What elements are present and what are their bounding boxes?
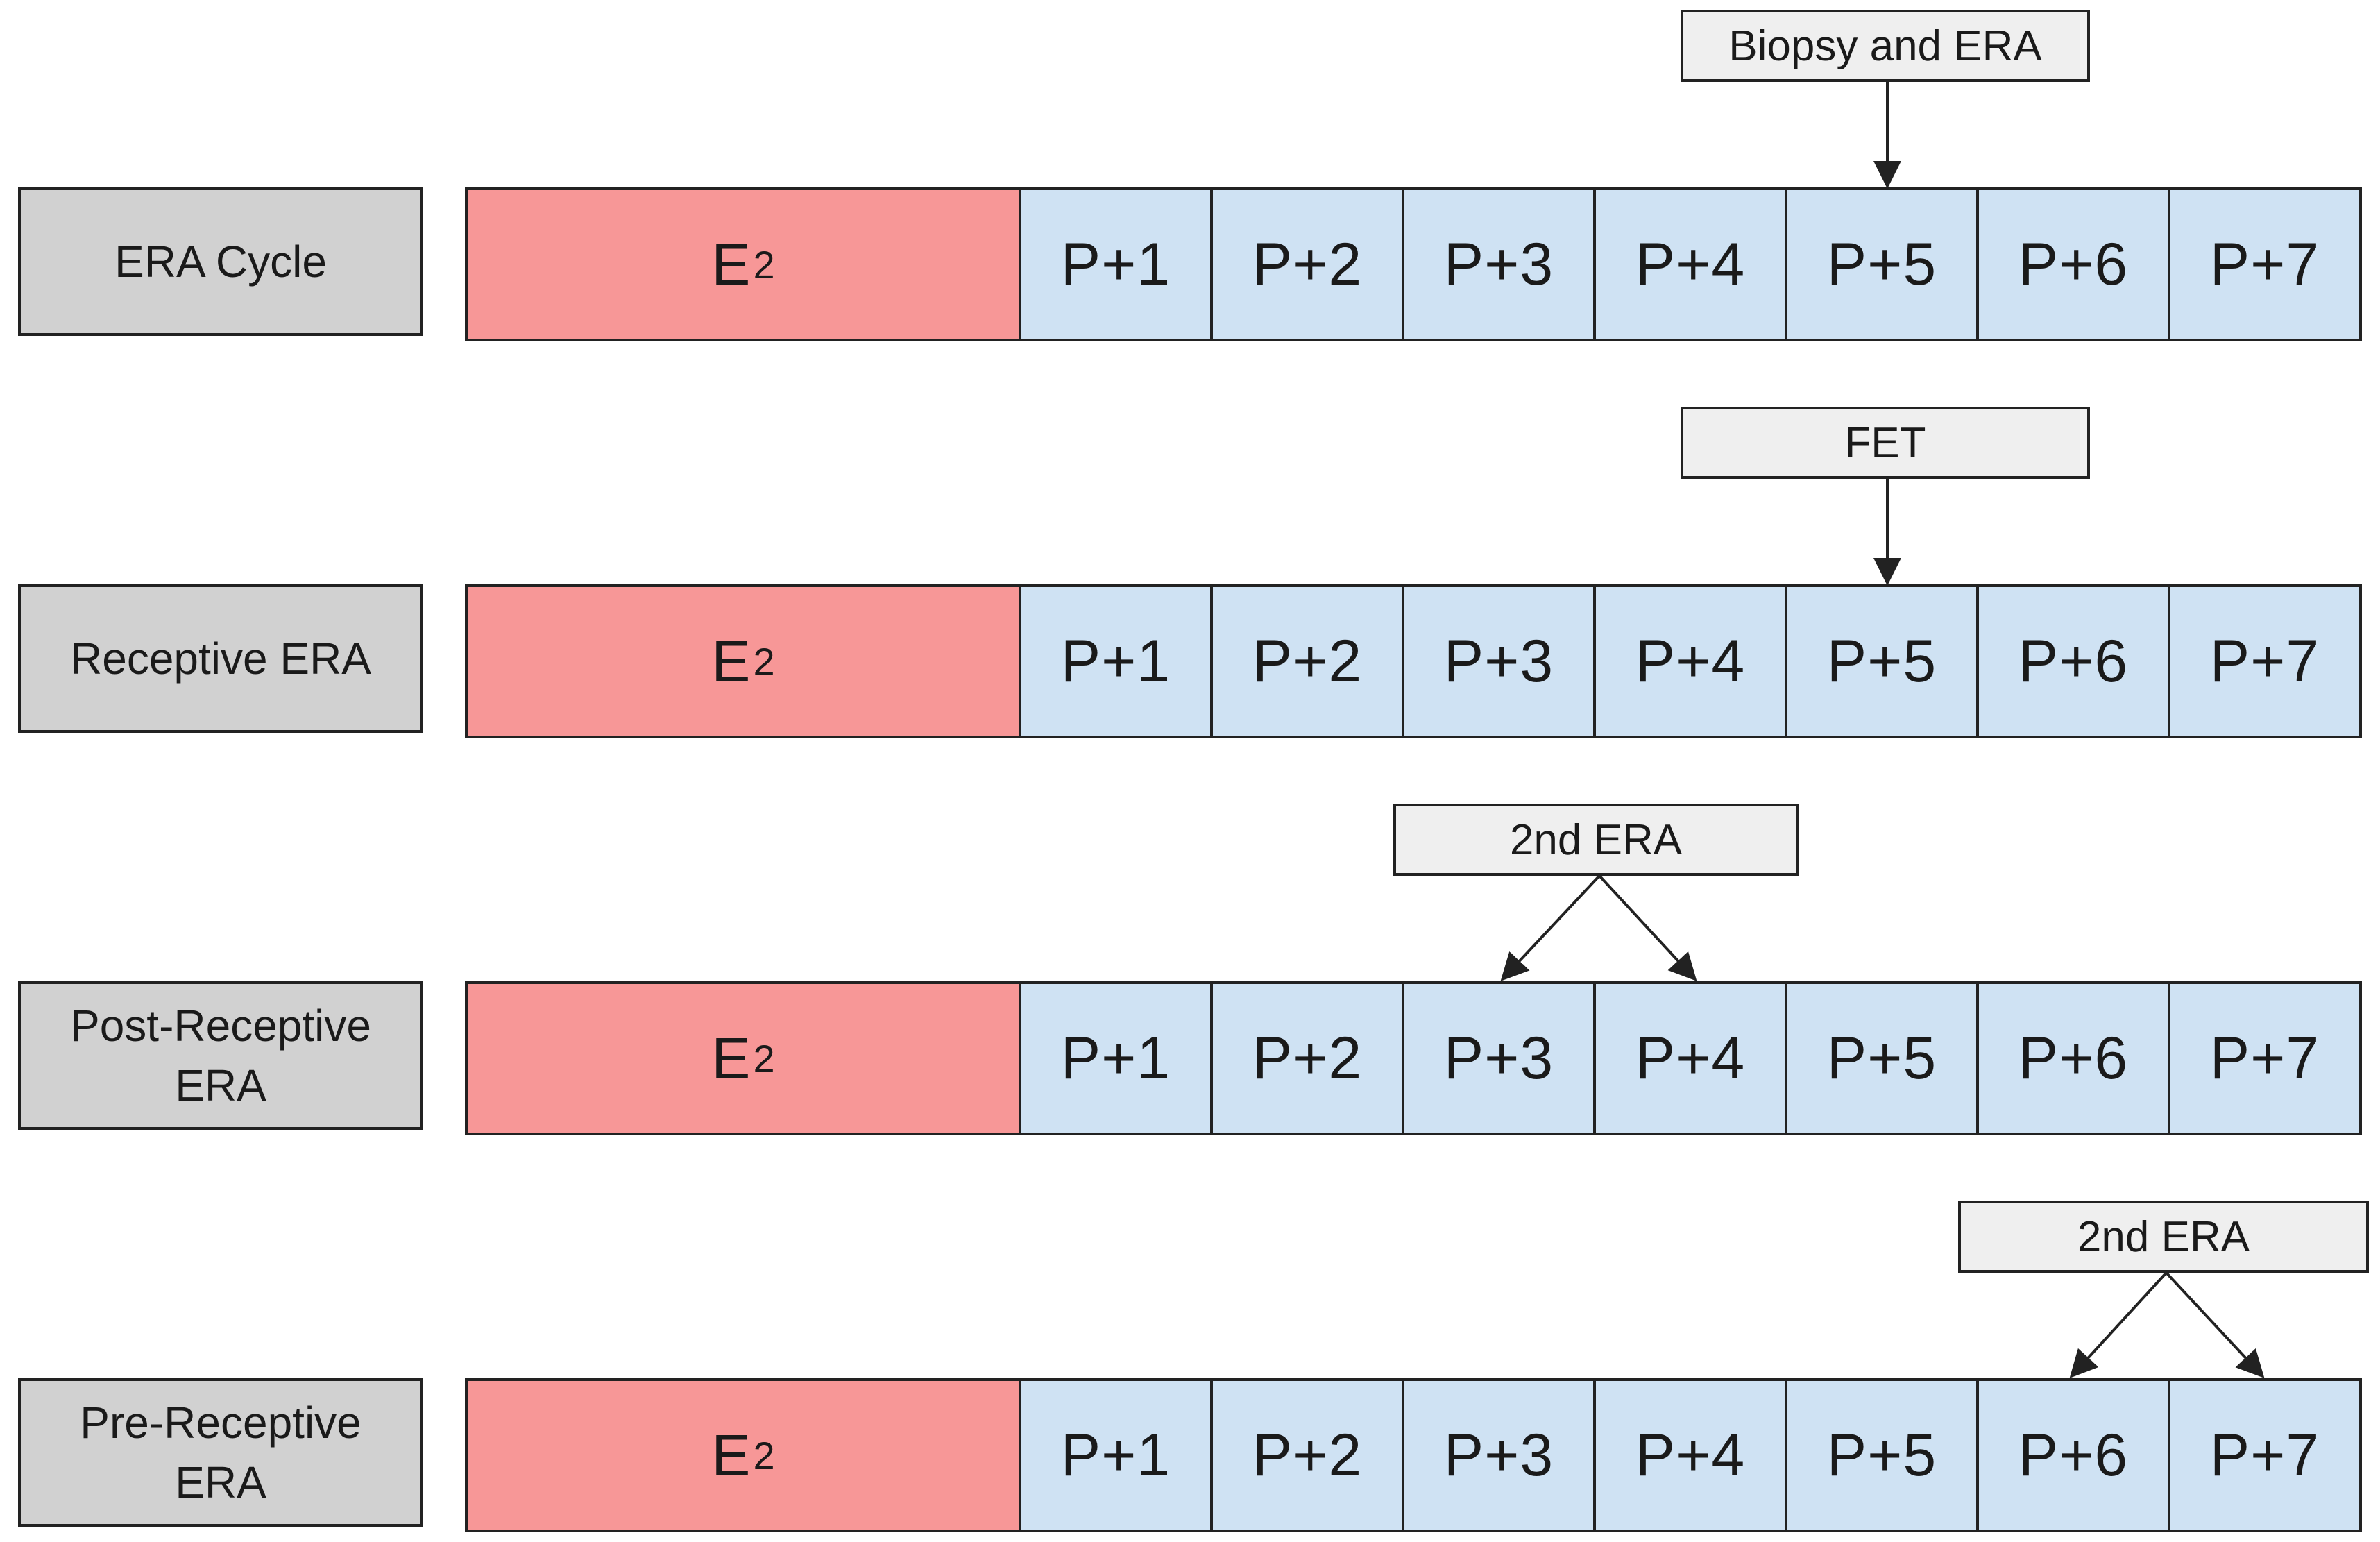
day-cell-p6: P+6	[1979, 587, 2170, 736]
callout-biopsy-and-era: Biopsy and ERA	[1681, 10, 2090, 82]
row-label-era-cycle: ERA Cycle	[18, 187, 423, 336]
day-cell-p7: P+7	[2170, 984, 2359, 1133]
day-cell-p3: P+3	[1404, 587, 1596, 736]
callout-2nd-era-pre-receptive: 2nd ERA	[1958, 1201, 2369, 1273]
day-cell-p6: P+6	[1979, 1381, 2170, 1530]
day-cell-p7: P+7	[2170, 190, 2359, 339]
e2-subscript: 2	[753, 1036, 775, 1081]
day-cell-p5: P+5	[1787, 984, 1979, 1133]
day-cell-p7: P+7	[2170, 1381, 2359, 1530]
day-cell-p6: P+6	[1979, 190, 2170, 339]
callout-2nd-era-post-receptive: 2nd ERA	[1393, 804, 1799, 876]
arrow-2nd-era-to-p7	[2165, 1271, 2265, 1378]
day-cell-p6: P+6	[1979, 984, 2170, 1133]
day-cell-p1: P+1	[1021, 190, 1213, 339]
e2-subscript: 2	[753, 242, 775, 287]
day-cell-p2: P+2	[1213, 1381, 1404, 1530]
day-cell-p2: P+2	[1213, 984, 1404, 1133]
day-cell-p2: P+2	[1213, 190, 1404, 339]
day-cell-p4: P+4	[1596, 190, 1787, 339]
e2-base: E	[711, 231, 751, 297]
day-cell-p1: P+1	[1021, 587, 1213, 736]
day-cell-p4: P+4	[1596, 1381, 1787, 1530]
day-cell-p3: P+3	[1404, 1381, 1596, 1530]
arrow-2nd-era-to-p6	[2069, 1271, 2168, 1378]
day-cell-p5: P+5	[1787, 1381, 1979, 1530]
row-label-pre-receptive-era: Pre-Receptive ERA	[18, 1378, 423, 1527]
day-cell-p2: P+2	[1213, 587, 1404, 736]
day-cell-p7: P+7	[2170, 587, 2359, 736]
arrow-2nd-era-to-p3	[1500, 874, 1601, 981]
e2-base: E	[711, 1422, 751, 1488]
day-cell-p5: P+5	[1787, 190, 1979, 339]
arrow-2nd-era-to-p4	[1598, 874, 1697, 981]
day-cell-p1: P+1	[1021, 1381, 1213, 1530]
e2-subscript: 2	[753, 639, 775, 684]
day-cell-p4: P+4	[1596, 984, 1787, 1133]
callout-fet: FET	[1681, 407, 2090, 479]
row-label-receptive-era: Receptive ERA	[18, 584, 423, 733]
e2-subscript: 2	[753, 1433, 775, 1477]
day-cell-p4: P+4	[1596, 587, 1787, 736]
day-cell-p3: P+3	[1404, 190, 1596, 339]
day-cell-p5: P+5	[1787, 587, 1979, 736]
e2-base: E	[711, 628, 751, 694]
day-cell-p1: P+1	[1021, 984, 1213, 1133]
row-label-post-receptive-era: Post-Receptive ERA	[18, 981, 423, 1130]
e2-base: E	[711, 1025, 751, 1091]
day-cell-p3: P+3	[1404, 984, 1596, 1133]
